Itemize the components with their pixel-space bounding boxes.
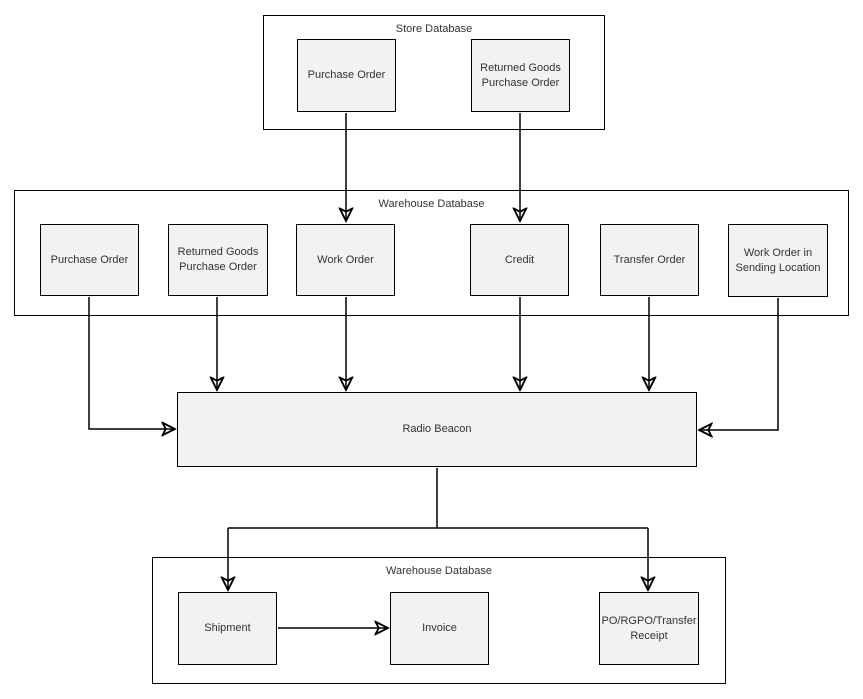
node-radio-beacon-label: Radio Beacon xyxy=(402,423,472,436)
node-store-purchase-order: Purchase Order xyxy=(297,39,396,112)
edge-work-order-sending-to-radio-beacon xyxy=(699,298,779,430)
node-warehouse-returned-goods-purchase-order: Returned Goods Purchase Order xyxy=(168,224,268,296)
node-work-order-in-sending-location-label: Work Order in Sending Location xyxy=(735,246,821,274)
node-work-order-label: Work Order xyxy=(317,253,374,266)
edge-warehouse-po-to-radio-beacon xyxy=(88,297,175,429)
node-warehouse-returned-goods-purchase-order-label: Returned Goods Purchase Order xyxy=(177,246,259,273)
node-work-order-in-sending-location: Work Order in Sending Location xyxy=(728,224,828,297)
node-invoice-label: Invoice xyxy=(422,622,457,635)
node-po-rgpo-transfer-receipt: PO/RGPO/Transfer Receipt xyxy=(599,592,699,665)
group-warehouse-database-output-label: Warehouse Database xyxy=(386,565,492,577)
node-shipment-label: Shipment xyxy=(204,622,251,635)
node-credit: Credit xyxy=(470,224,569,296)
node-store-purchase-order-label: Purchase Order xyxy=(307,69,386,82)
node-store-returned-goods-purchase-order: Returned Goods Purchase Order xyxy=(471,39,570,112)
node-store-returned-goods-purchase-order-label: Returned Goods Purchase Order xyxy=(480,61,561,89)
node-radio-beacon: Radio Beacon xyxy=(177,392,697,467)
node-transfer-order: Transfer Order xyxy=(600,224,699,296)
node-work-order: Work Order xyxy=(296,224,395,296)
node-warehouse-purchase-order-label: Purchase Order xyxy=(50,253,129,266)
edge-radio-beacon-branch xyxy=(228,468,648,529)
node-shipment: Shipment xyxy=(178,592,277,665)
group-warehouse-database: Warehouse Database xyxy=(14,190,849,316)
node-warehouse-purchase-order: Purchase Order xyxy=(40,224,139,296)
node-credit-label: Credit xyxy=(504,253,535,266)
group-store-database-label: Store Database xyxy=(395,23,473,35)
node-invoice: Invoice xyxy=(390,592,489,665)
node-transfer-order-label: Transfer Order xyxy=(613,253,686,266)
node-po-rgpo-transfer-receipt-label: PO/RGPO/Transfer Receipt xyxy=(601,614,697,642)
group-warehouse-database-label: Warehouse Database xyxy=(378,198,485,210)
